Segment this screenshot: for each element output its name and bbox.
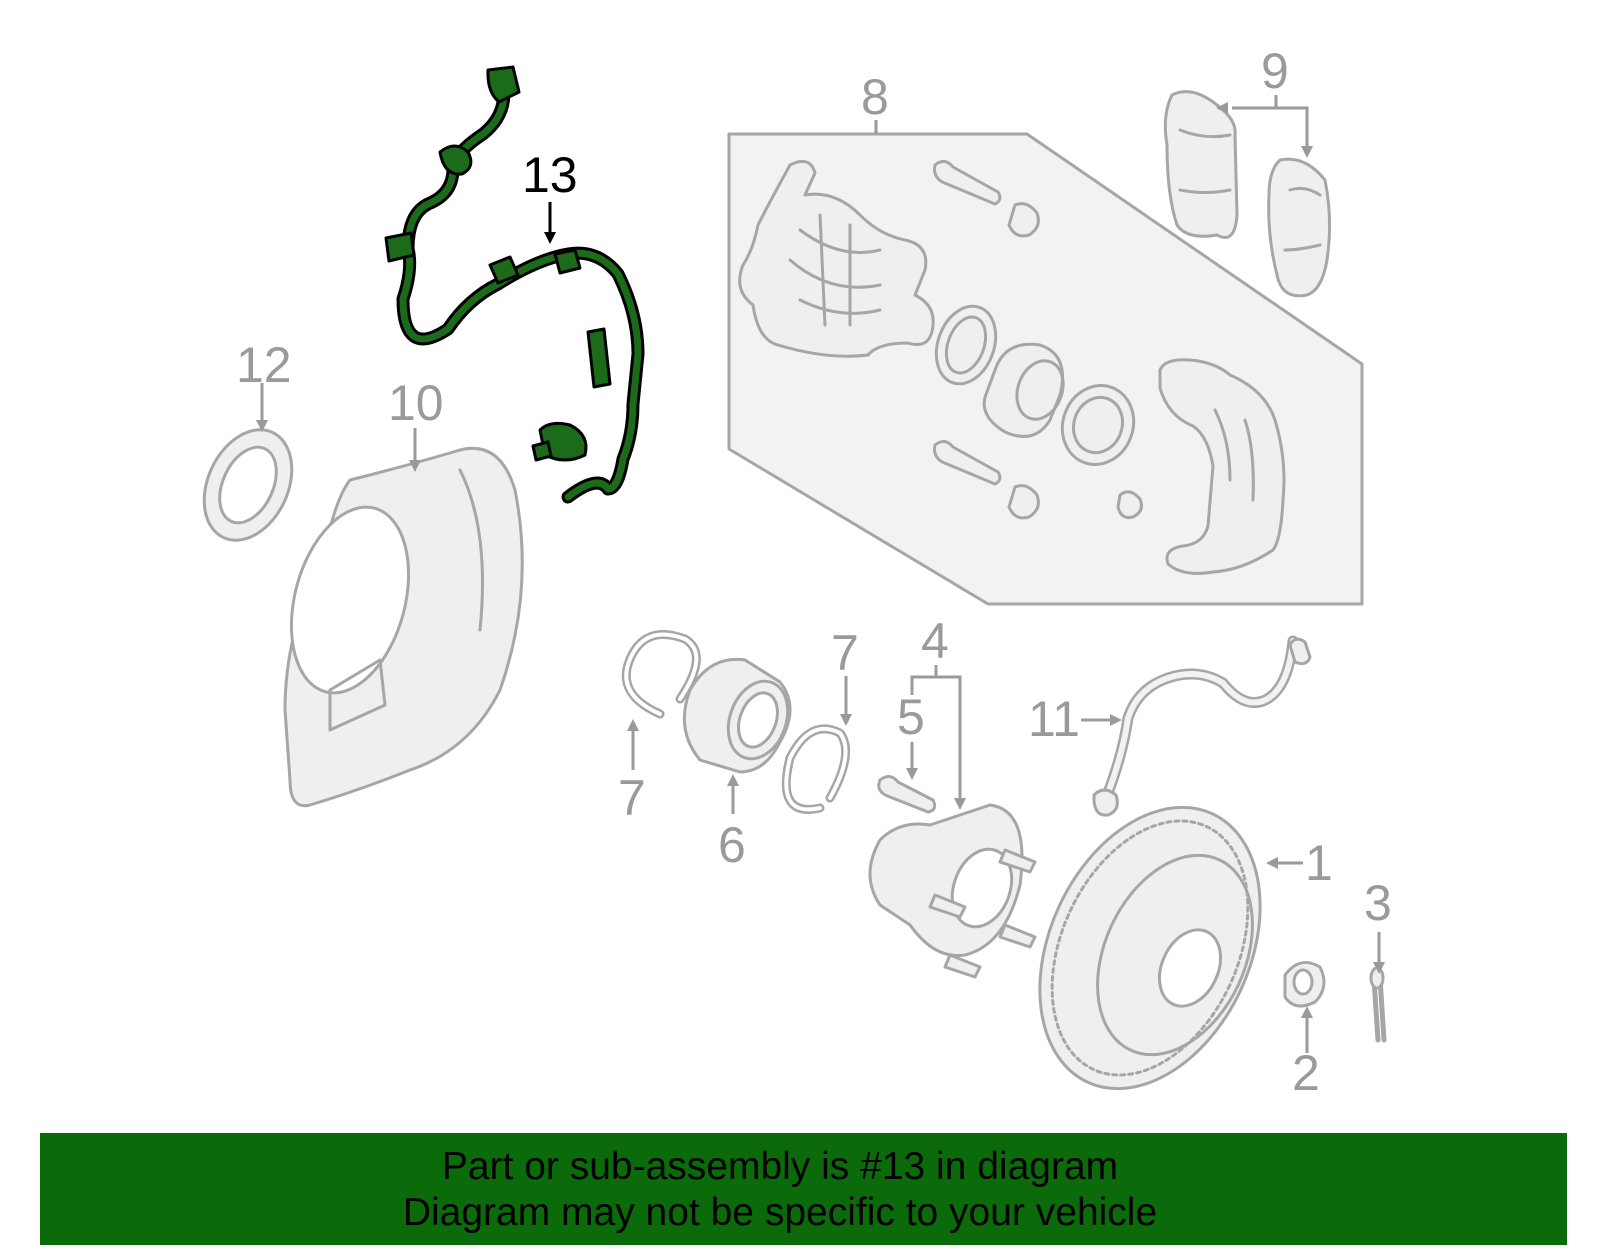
callout-4: 4 bbox=[921, 613, 949, 669]
callout-3: 3 bbox=[1364, 875, 1392, 931]
callout-leaders bbox=[256, 95, 1385, 1053]
dust-shield-part-10[interactable] bbox=[272, 446, 524, 808]
tone-ring-part-12[interactable] bbox=[187, 416, 309, 555]
brake-pads-part-9[interactable] bbox=[1163, 90, 1332, 298]
brake-rotor-part-1[interactable] bbox=[997, 772, 1303, 1125]
wheel-hub-part-4[interactable] bbox=[868, 803, 1037, 979]
snap-ring-part-7-right[interactable] bbox=[781, 724, 851, 814]
banner-part-note: Part or sub-assembly is #13 in diagram bbox=[441, 1145, 1119, 1188]
callout-11: 11 bbox=[1028, 691, 1080, 747]
callout-12: 12 bbox=[236, 337, 292, 393]
wheel-stud-part-5[interactable] bbox=[877, 775, 937, 814]
callout-1: 1 bbox=[1305, 835, 1333, 891]
abs-sensor-wire-part-13[interactable] bbox=[384, 65, 645, 504]
callout-7-right: 7 bbox=[831, 625, 859, 681]
brake-hose-part-11[interactable] bbox=[1092, 635, 1312, 817]
callout-8: 8 bbox=[861, 69, 889, 125]
callout-2: 2 bbox=[1292, 1045, 1320, 1101]
wheel-bearing-part-6[interactable] bbox=[682, 657, 798, 774]
hub-nut-part-2[interactable] bbox=[1283, 961, 1326, 1008]
callout-5: 5 bbox=[897, 689, 925, 745]
banner-disclaimer: Diagram may not be specific to your vehi… bbox=[402, 1191, 1158, 1234]
callout-6: 6 bbox=[718, 817, 746, 873]
callout-7-left: 7 bbox=[618, 770, 646, 826]
caliper-assembly-part-8[interactable] bbox=[727, 132, 1364, 606]
info-banner: Part or sub-assembly is #13 in diagram D… bbox=[40, 1133, 1567, 1245]
callout-10: 10 bbox=[388, 375, 444, 431]
snap-ring-part-7-left[interactable] bbox=[621, 630, 701, 719]
callout-13: 13 bbox=[522, 147, 578, 203]
cotter-pin-part-3[interactable] bbox=[1369, 966, 1387, 1043]
callout-numbers: 1 2 3 4 5 6 7 7 8 9 10 11 12 13 bbox=[236, 43, 1392, 1101]
callout-9: 9 bbox=[1261, 43, 1289, 99]
